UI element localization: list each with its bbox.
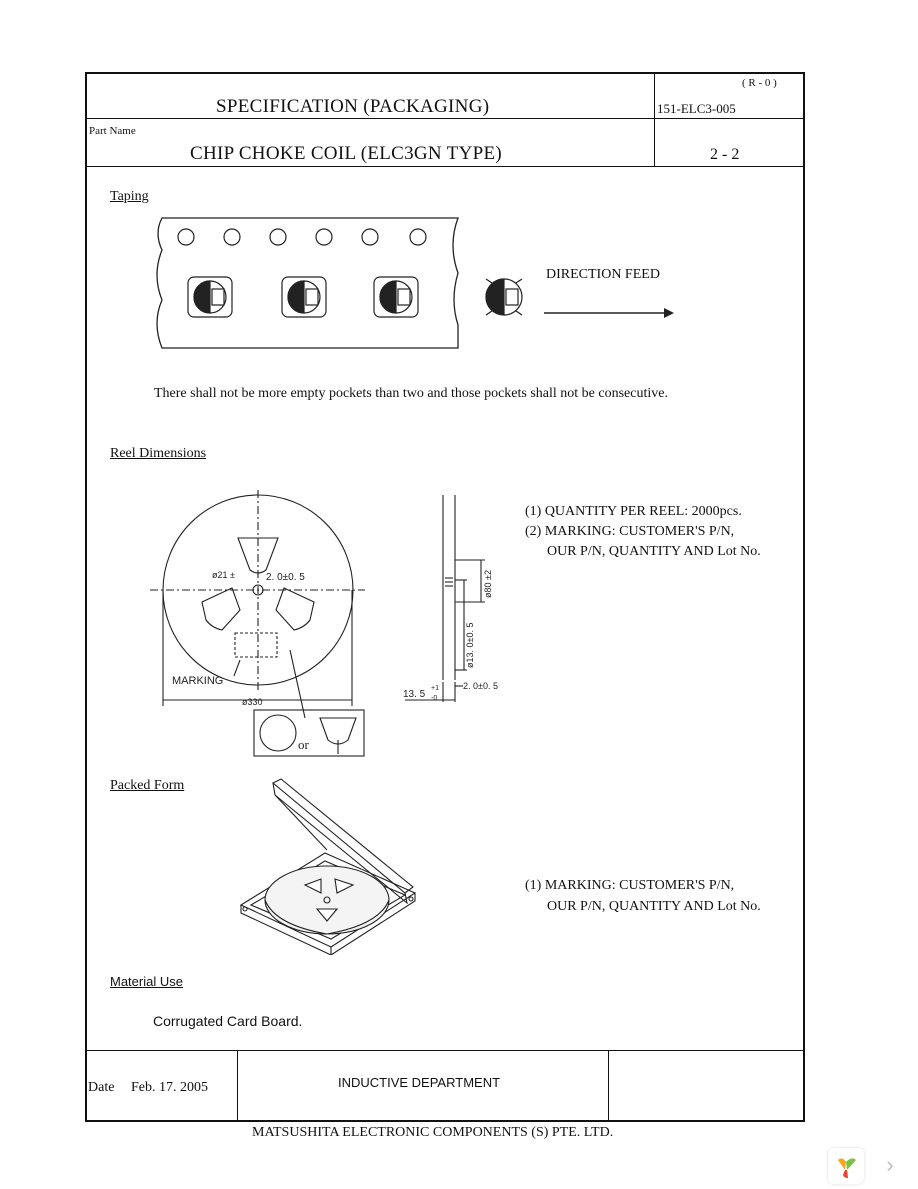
reel-notes: (1) QUANTITY PER REEL: 2000pcs. (2) MARK… (525, 502, 761, 562)
flange-thk-label: 2. 0±0. 5 (463, 681, 498, 691)
center-hole-label: ø13. 0±0. 5 (465, 623, 475, 668)
reel-drawing: ø21 ± 2. 0±0. 5 MARKING ø330 or (150, 490, 365, 757)
chevron-right-icon: › (886, 1152, 894, 1177)
date-label: Date (88, 1080, 115, 1095)
hub-tol-label: 2. 0±0. 5 (266, 572, 305, 583)
packed-note-1: (1) MARKING: CUSTOMER'S P/N, (525, 878, 735, 893)
width-tol-bottom: -0 (431, 695, 437, 702)
material-value: Corrugated Card Board. (153, 1013, 303, 1029)
marking-label: MARKING (172, 675, 223, 687)
department-label: INDUCTIVE DEPARTMENT (338, 1075, 501, 1090)
reel-note-3: OUR P/N, QUANTITY AND Lot No. (547, 544, 761, 559)
revision-label: ( R - 0 ) (742, 77, 777, 89)
part-name: CHIP CHOKE COIL (ELC3GN TYPE) (190, 143, 502, 164)
header-column-divider (654, 72, 655, 167)
part-name-label: Part Name (89, 125, 136, 137)
footer-col-divider-2 (608, 1050, 609, 1122)
reel-note-2: (2) MARKING: CUSTOMER'S P/N, (525, 524, 735, 539)
document-number: 151-ELC3-005 (657, 101, 736, 116)
document-title: SPECIFICATION (PACKAGING) (216, 96, 490, 117)
reel-note-1: (1) QUANTITY PER REEL: 2000pcs. (525, 504, 742, 519)
page-number: 2 - 2 (710, 146, 740, 163)
width-tol-top: +1 (431, 685, 439, 692)
taping-diagram (156, 217, 674, 349)
packed-heading: Packed Form (110, 778, 185, 793)
packed-note-2: OUR P/N, QUANTITY AND Lot No. (547, 899, 761, 914)
packed-box-drawing (239, 778, 417, 955)
company-name: MATSUSHITA ELECTRONIC COMPONENTS (S) PTE… (252, 1125, 614, 1140)
viewer-logo-icon (838, 1158, 856, 1178)
material-heading: Material Use (110, 974, 183, 989)
taping-note: There shall not be more empty pockets th… (154, 386, 668, 401)
direction-feed-label: DIRECTION FEED (546, 267, 660, 282)
date-value: Feb. 17. 2005 (131, 1080, 208, 1095)
or-label: or (298, 737, 310, 752)
reel-heading: Reel Dimensions (110, 446, 207, 461)
width-main-label: 13. 5 (403, 689, 426, 700)
document-frame (85, 72, 805, 1122)
hub-outer-label: ø80 ±2 (483, 570, 493, 598)
footer-col-divider-1 (237, 1050, 238, 1122)
header-divider (85, 118, 805, 119)
packed-notes: (1) MARKING: CUSTOMER'S P/N, OUR P/N, QU… (525, 875, 761, 917)
taping-heading: Taping (110, 189, 149, 204)
footer-divider (85, 1050, 805, 1051)
outer-dia-label: ø330 (242, 697, 263, 707)
reel-side-view: ø80 ±2 ø13. 0±0. 5 13. 5 +1 -0 2. 0±0. 5 (403, 495, 498, 702)
viewer-logo-button[interactable] (828, 1148, 864, 1184)
header-bottom-divider (85, 166, 805, 167)
next-page-button[interactable]: › (872, 1148, 908, 1184)
hub-dia-label: ø21 ± (212, 570, 235, 580)
